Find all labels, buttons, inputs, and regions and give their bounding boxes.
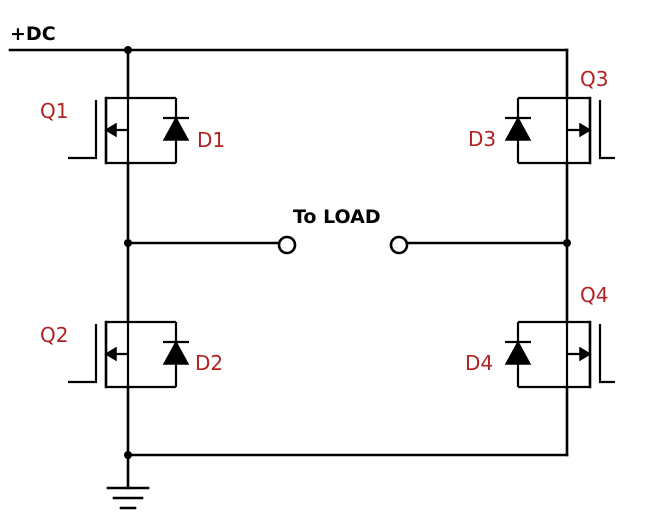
- q1-mosfet-icon: [68, 96, 130, 165]
- d4-label: D4: [465, 351, 493, 375]
- q1-label: Q1: [40, 99, 68, 123]
- ground-icon: [106, 486, 150, 510]
- q3-label: Q3: [580, 67, 608, 91]
- d1-diode-icon: [128, 96, 190, 165]
- load-label: To LOAD: [293, 206, 381, 228]
- d2-diode-icon: [128, 320, 190, 389]
- q2-mosfet-icon: [68, 320, 130, 389]
- q3-mosfet-icon: [565, 96, 615, 165]
- d3-diode-icon: [504, 96, 567, 165]
- supply-label: +DC: [10, 23, 56, 45]
- d3-label: D3: [468, 127, 496, 151]
- d2-label: D2: [195, 351, 223, 375]
- junction-top-left: [124, 46, 132, 54]
- q4-mosfet-icon: [565, 320, 615, 389]
- q4-label: Q4: [580, 283, 608, 307]
- q2-label: Q2: [40, 323, 68, 347]
- d4-diode-icon: [504, 320, 567, 389]
- terminal-circle-icon: [389, 235, 409, 255]
- d1-label: D1: [197, 128, 225, 152]
- junction-bottom-left: [124, 451, 132, 459]
- terminal-circle-icon: [277, 235, 297, 255]
